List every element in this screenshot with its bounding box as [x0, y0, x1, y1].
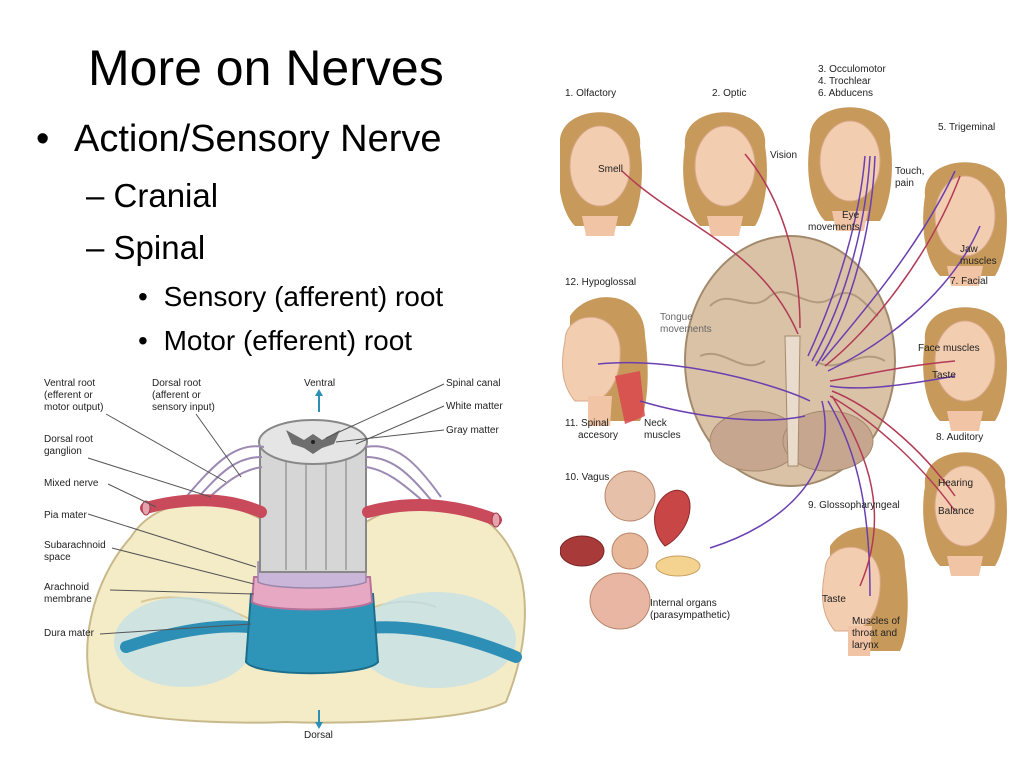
dash-marker: –	[86, 229, 105, 266]
brainstem-shape	[784, 335, 801, 467]
label-hearing: Hearing	[938, 478, 973, 489]
label-hypoglossal: 12. Hypoglossal	[565, 277, 636, 288]
heart-shape	[654, 489, 691, 547]
label-jaw-muscles: Jaw muscles	[960, 244, 997, 267]
sub-bullet-text: Cranial	[113, 177, 219, 214]
label-vision: Vision	[770, 150, 797, 161]
label-ventral-root: Ventral root (efferent or motor output)	[44, 378, 103, 413]
bullet-marker: •	[138, 281, 148, 312]
cranial-nerves-figure: 1. Olfactory Smell 2. Optic Vision 3. Oc…	[560, 64, 1008, 656]
label-gray-matter: Gray matter	[446, 425, 499, 436]
label-vagus: 10. Vagus	[565, 472, 609, 483]
blue-shading-left	[114, 597, 254, 687]
label-dorsal-root: Dorsal root (afferent or sensory input)	[152, 378, 215, 413]
label-touch-pain: Touch, pain	[895, 166, 927, 189]
spinal-cord-cross-section-figure: Ventral root (efferent or motor output) …	[44, 378, 526, 741]
label-neck-muscles: Neck muscles	[644, 418, 681, 441]
blue-shading-right	[356, 592, 516, 688]
sub-sub-bullet-sensory-root: • Sensory (afferent) root	[138, 279, 443, 315]
nerve-pathways	[597, 153, 981, 597]
label-ventral: Ventral	[304, 378, 335, 389]
head-optic	[682, 111, 768, 237]
bullet-marker: •	[138, 325, 148, 356]
label-taste-facial: Taste	[932, 370, 956, 381]
label-abducens: 6. Abducens	[818, 88, 873, 99]
sub-sub-bullet-motor-root: • Motor (efferent) root	[138, 323, 412, 359]
sub-bullet-cranial: – Cranial	[86, 176, 218, 216]
label-internal-organs: Internal organs (parasympathetic)	[650, 598, 730, 621]
label-tongue-movements: Tongue movements	[660, 312, 712, 335]
spinal-canal-dot	[311, 440, 315, 444]
label-taste-glosso: Taste	[822, 594, 846, 605]
sub-bullet-spinal: – Spinal	[86, 228, 205, 268]
label-occulomotor: 3. Occulomotor	[818, 64, 886, 75]
mixed-nerve-right	[362, 499, 502, 526]
label-eye-movements: Eye movements	[808, 210, 862, 233]
label-olfactory: 1. Olfactory	[565, 88, 616, 99]
pancreas-shape	[655, 555, 701, 577]
stomach-shape	[611, 532, 649, 570]
label-balance: Balance	[938, 506, 975, 517]
label-mixed-nerve: Mixed nerve	[44, 478, 99, 489]
label-facial: 7. Facial	[950, 276, 988, 287]
label-smell: Smell	[598, 164, 623, 175]
label-arachnoid-membrane: Arachnoid membrane	[44, 582, 92, 605]
label-dorsal: Dorsal	[304, 730, 333, 741]
bullet-text: Action/Sensory Nerve	[74, 118, 442, 160]
label-trochlear: 4. Trochlear	[818, 76, 871, 87]
label-subarachnoid-space: Subarachnoid space	[44, 540, 109, 563]
label-spinal-accesory: 11. Spinal accesory	[565, 418, 618, 441]
liver-shape	[560, 535, 605, 567]
label-trigeminal: 5. Trigeminal	[938, 122, 995, 133]
label-white-matter: White matter	[446, 401, 503, 412]
dura-mater-shape	[244, 593, 380, 675]
head-trigeminal	[922, 161, 1008, 287]
label-muscles-throat-larynx: Muscles of throat and larynx	[852, 616, 903, 651]
slide-title: More on Nerves	[88, 40, 444, 96]
sub-bullet-text: Spinal	[113, 229, 206, 266]
label-optic: 2. Optic	[712, 88, 746, 99]
mixed-nerve-left	[140, 494, 267, 518]
label-auditory: 8. Auditory	[936, 432, 983, 443]
cerebellum-right	[782, 410, 874, 472]
leader-lines	[87, 383, 445, 635]
label-dorsal-root-ganglion: Dorsal root ganglion	[44, 434, 96, 457]
sub-sub-bullet-text: Sensory (afferent) root	[163, 281, 444, 312]
sub-sub-bullet-text: Motor (efferent) root	[163, 325, 413, 356]
bullet-marker: •	[36, 118, 50, 160]
neck-muscles-shape	[615, 371, 645, 424]
label-face-muscles: Face muscles	[918, 343, 980, 354]
intestines-shape	[589, 572, 651, 630]
lungs-shape	[604, 470, 656, 522]
dash-marker: –	[86, 177, 105, 214]
label-dura-mater: Dura mater	[44, 628, 95, 639]
label-spinal-canal: Spinal canal	[446, 378, 500, 389]
label-glossopharyngeal: 9. Glossopharyngeal	[808, 500, 900, 511]
label-pia-mater: Pia mater	[44, 510, 87, 521]
